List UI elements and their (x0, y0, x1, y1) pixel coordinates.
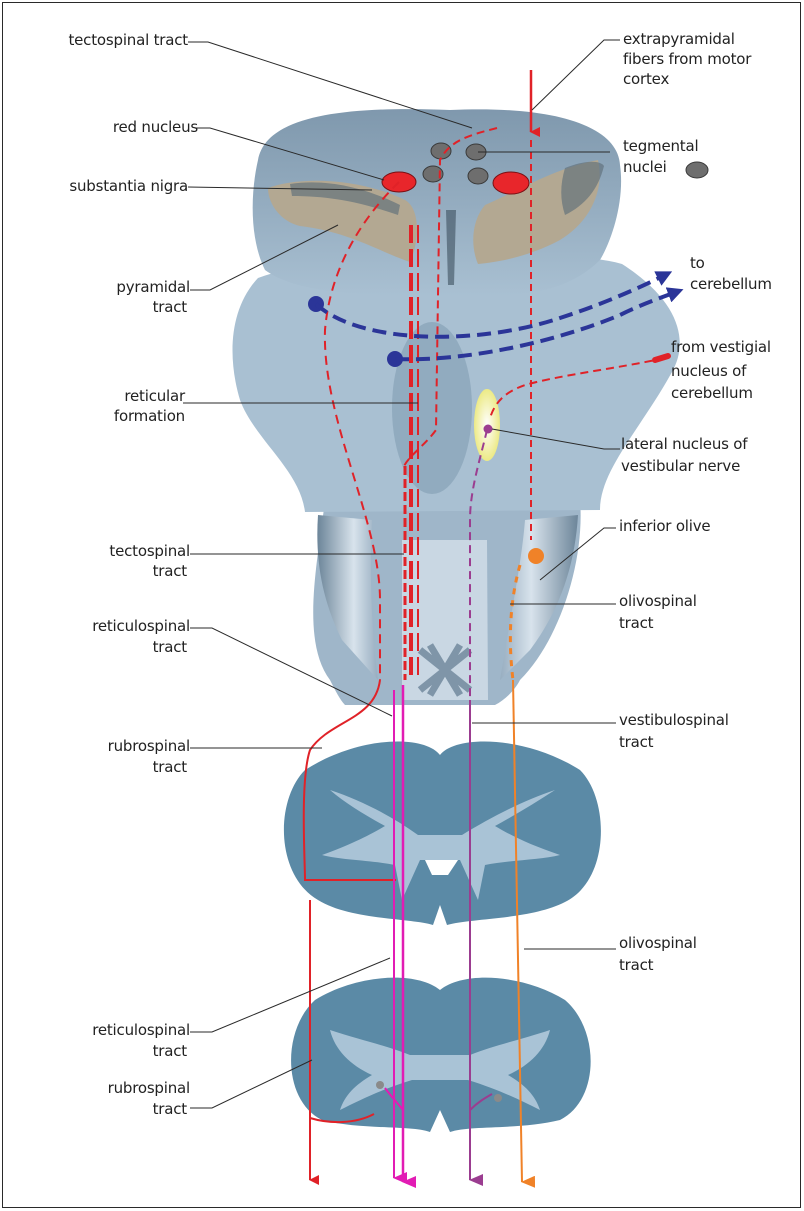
label-vestigial-nucleus-3: cerebellum (671, 384, 753, 403)
label-to-cerebellum-2: cerebellum (690, 275, 772, 294)
vestibulospinal-target-neuron (494, 1094, 502, 1102)
label-red-nucleus: red nucleus (20, 118, 198, 137)
label-reticulospinal-tract-mid-1: reticulospinal (20, 617, 190, 636)
label-tectospinal-tract-top: tectospinal tract (20, 31, 188, 50)
label-rubrospinal-tract-mid-2: tract (20, 758, 187, 777)
spinal-cord-lower-section (291, 978, 591, 1132)
label-reticulospinal-tract-mid-2: tract (20, 638, 187, 657)
label-to-cerebellum-1: to (690, 254, 705, 273)
label-lateral-vestibular-nucleus-2: vestibular nerve (621, 457, 740, 476)
label-rubrospinal-tract-low-1: rubrospinal (20, 1079, 190, 1098)
label-rubrospinal-tract-low-2: tract (20, 1100, 187, 1119)
label-substantia-nigra: substantia nigra (20, 177, 188, 196)
label-reticular-formation-2: formation (20, 407, 185, 426)
tegmental-nucleus-legend-icon (686, 162, 708, 178)
label-vestigial-nucleus-2: nucleus of (671, 362, 746, 381)
label-tectospinal-tract-mid-2: tract (20, 562, 187, 581)
label-vestibulospinal-tract-1: vestibulospinal (619, 711, 729, 730)
label-rubrospinal-tract-mid-1: rubrospinal (20, 737, 190, 756)
label-extrapyramidal-fibers-1: extrapyramidal (623, 30, 735, 49)
label-vestibulospinal-tract-2: tract (619, 733, 653, 752)
lateral-vestibular-nucleus-cell (484, 425, 493, 434)
label-reticular-formation-1: reticular (20, 387, 185, 406)
label-reticulospinal-tract-low-1: reticulospinal (20, 1021, 190, 1040)
label-vestigial-nucleus-1: from vestigial (671, 338, 771, 357)
label-olivospinal-tract-low-2: tract (619, 956, 653, 975)
label-tegmental-nuclei-2: nuclei (623, 158, 667, 177)
label-inferior-olive: inferior olive (619, 517, 710, 536)
label-pyramidal-tract-2: tract (20, 298, 187, 317)
inferior-olive-nucleus (528, 548, 544, 564)
label-olivospinal-tract-mid-1: olivospinal (619, 592, 697, 611)
label-reticulospinal-tract-low-2: tract (20, 1042, 187, 1061)
label-extrapyramidal-fibers-3: cortex (623, 70, 669, 89)
label-lateral-vestibular-nucleus-1: lateral nucleus of (621, 435, 747, 454)
label-olivospinal-tract-low-1: olivospinal (619, 934, 697, 953)
label-tegmental-nuclei-1: tegmental (623, 137, 698, 156)
label-pyramidal-tract-1: pyramidal (20, 278, 190, 297)
rubrospinal-target-neuron (376, 1081, 384, 1089)
label-tectospinal-tract-mid-1: tectospinal (20, 542, 190, 561)
label-extrapyramidal-fibers-2: fibers from motor (623, 50, 751, 69)
spinal-cord-upper-section (284, 741, 601, 925)
label-olivospinal-tract-mid-2: tract (619, 614, 653, 633)
vestigial-fiber-end (655, 356, 668, 360)
